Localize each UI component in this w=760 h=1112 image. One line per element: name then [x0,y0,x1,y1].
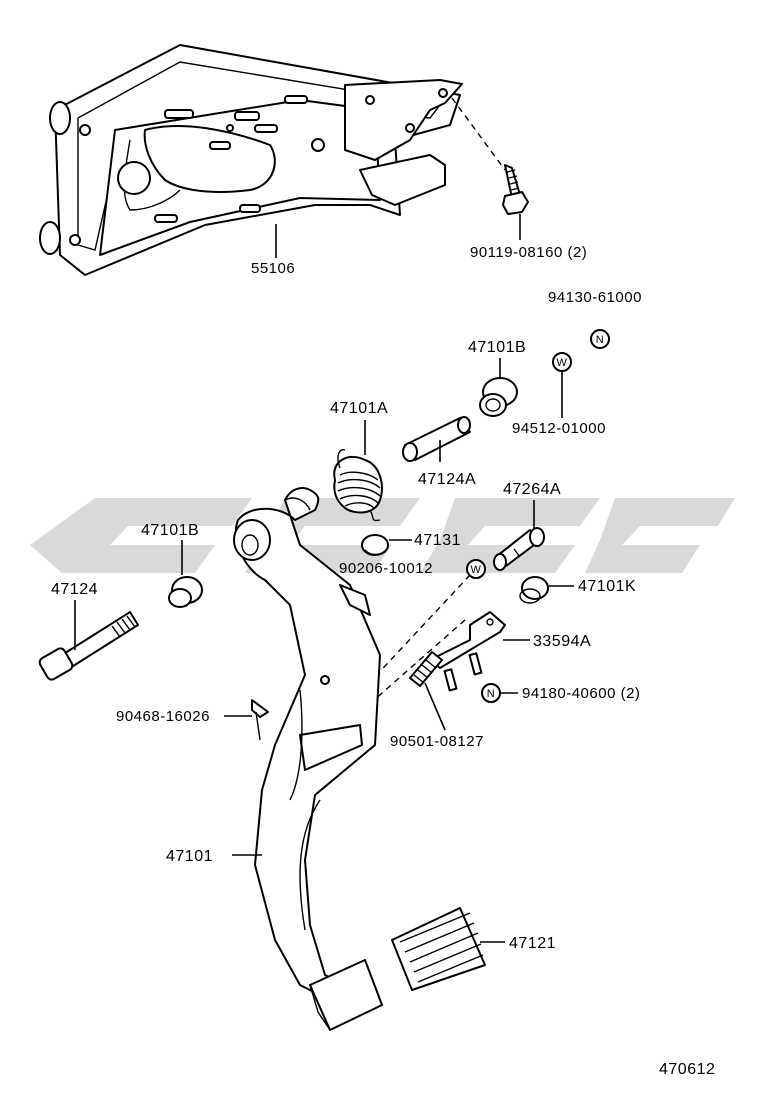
clip [251,699,269,741]
label-collar: 47124A [418,471,476,488]
clevis-pin [493,527,545,571]
label-cushion: 47131 [414,532,461,549]
label-nut-part: 94130-61000 [548,289,642,306]
washer-marker-pin: W [471,564,482,576]
label-bracket: 55106 [251,260,295,277]
label-bolt-long: 47124 [51,581,98,598]
cushion [361,534,389,556]
label-clip: 90468-16026 [116,708,210,725]
pivot-bolt [38,611,139,681]
pedal-arm-pad [309,959,383,1031]
label-spring: 47101A [330,400,388,417]
label-stopper: 47101K [578,578,636,595]
pedal-stopper [519,576,549,604]
pedal-support-bracket [39,44,463,276]
bushing-top [479,377,518,417]
label-switch-nut: 94180-40600 (2) [522,685,640,702]
label-switch-bracket: 33594A [533,633,591,650]
nut-marker-top: N [596,334,604,346]
label-bushing-top: 47101B [468,339,526,356]
label-return-spring: 90501-08127 [390,733,484,750]
label-pin: 47264A [503,481,561,498]
label-pedal-arm: 47101 [166,848,213,865]
diagram-number: 470612 [659,1061,715,1078]
label-bolt: 90119-08160 (2) [470,244,587,261]
nut-marker-switch: N [487,688,495,700]
nut-marker-icon [590,329,610,349]
label-bushing-left: 47101B [141,522,199,539]
return-spring [409,651,443,687]
label-pin-washer: 90206-10012 [339,560,433,577]
label-washer-part: 94512-01000 [512,420,606,437]
pedal-pad-rubber [391,907,486,991]
bracket-bolt [502,164,529,215]
collar [402,416,471,462]
washer-marker-pin-icon [466,559,486,579]
spring [333,448,383,522]
bushing-left [168,576,203,608]
clutch-pedal-arm [233,487,381,1001]
switch-bracket [429,611,506,692]
label-pedal-pad: 47121 [509,935,556,952]
washer-marker-top: W [557,357,568,369]
